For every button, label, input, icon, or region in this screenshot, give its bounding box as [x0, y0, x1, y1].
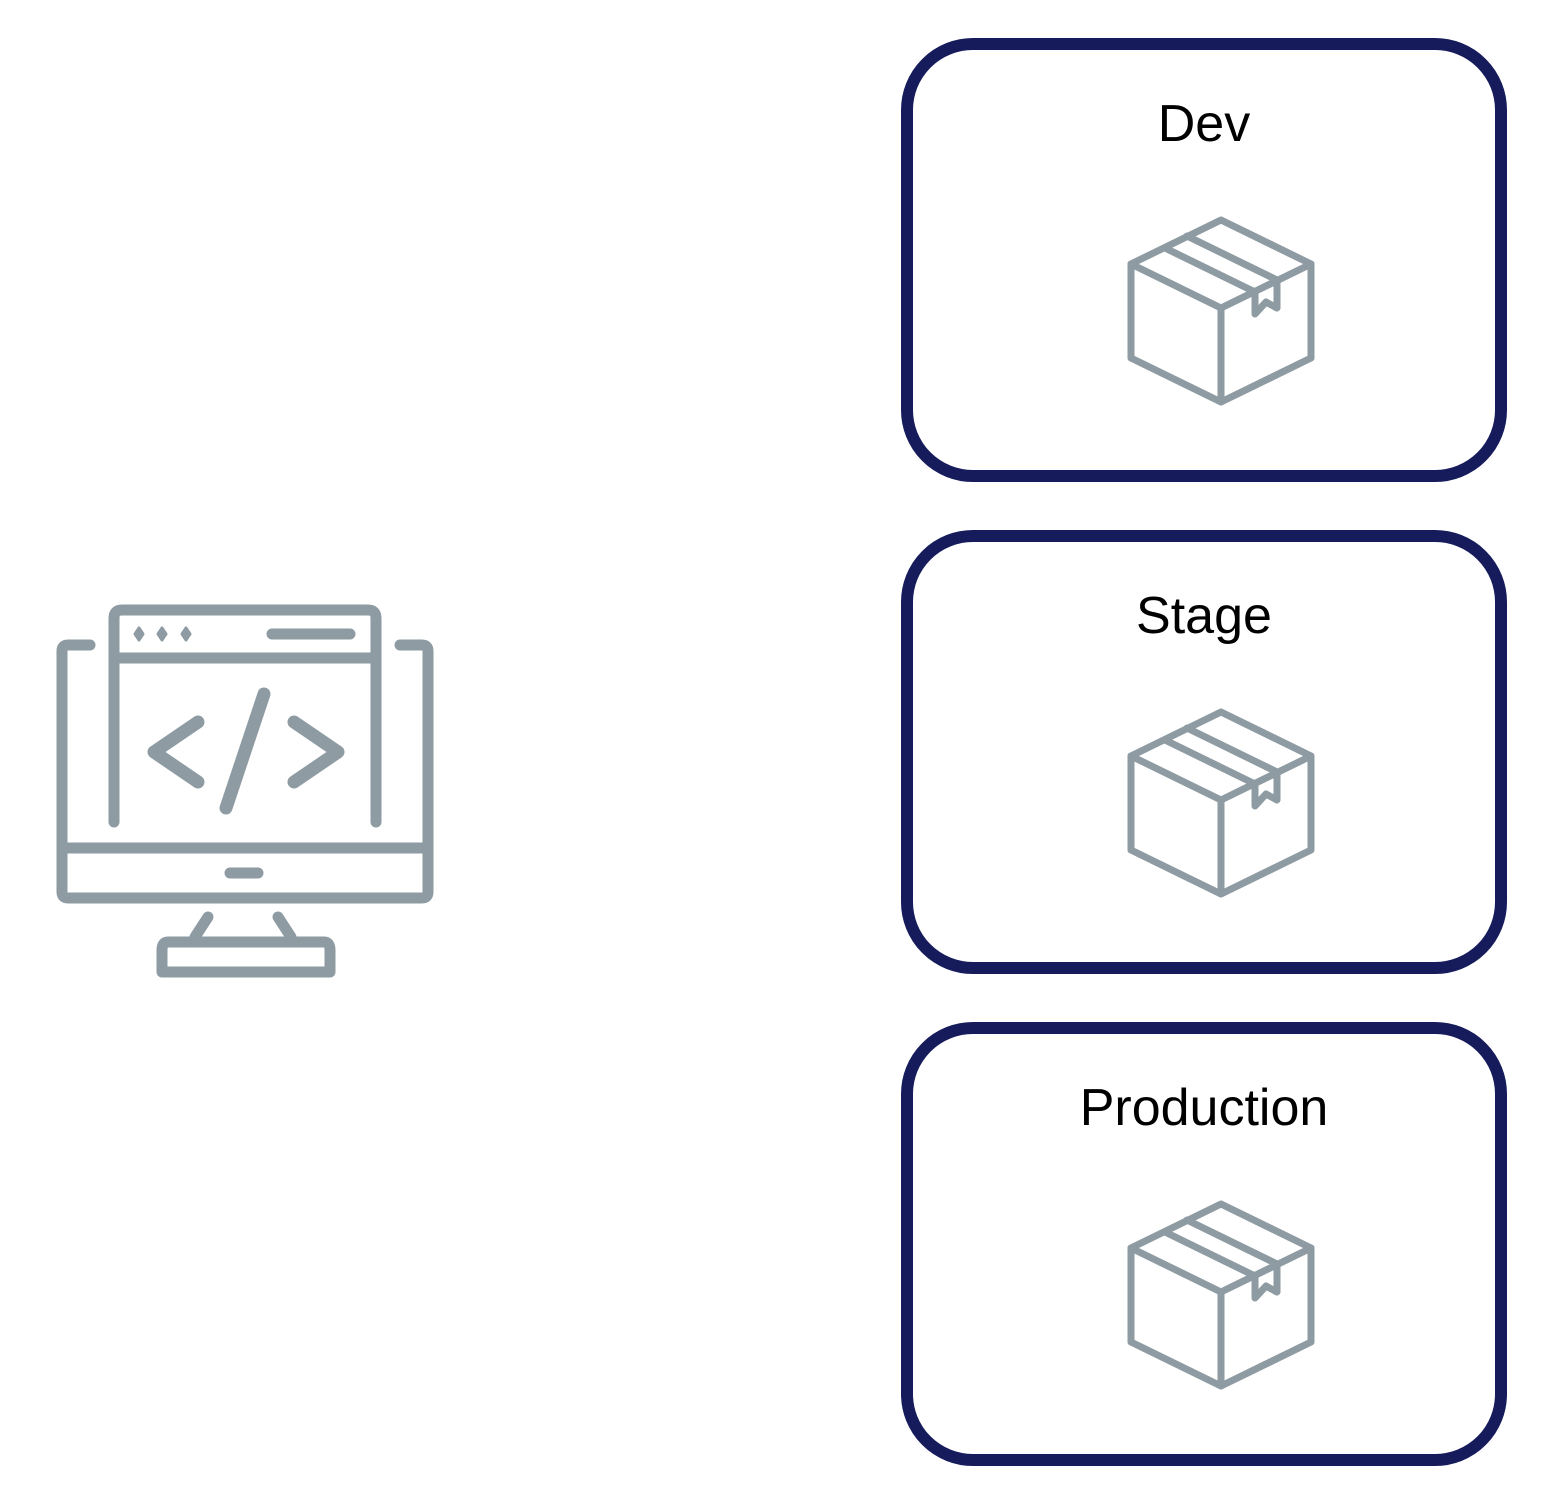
- environment-label: Stage: [1136, 587, 1272, 645]
- environment-box-production: Production: [901, 1022, 1507, 1466]
- environment-box-dev: Dev: [901, 38, 1507, 482]
- package-box-icon: [1121, 700, 1321, 900]
- package-box-icon: [1121, 1192, 1321, 1392]
- environment-box-stage: Stage: [901, 530, 1507, 974]
- environment-label: Production: [1079, 1079, 1329, 1137]
- code-monitor-icon: [40, 590, 450, 1000]
- environment-label: Dev: [1157, 95, 1251, 153]
- package-box-icon: [1121, 208, 1321, 408]
